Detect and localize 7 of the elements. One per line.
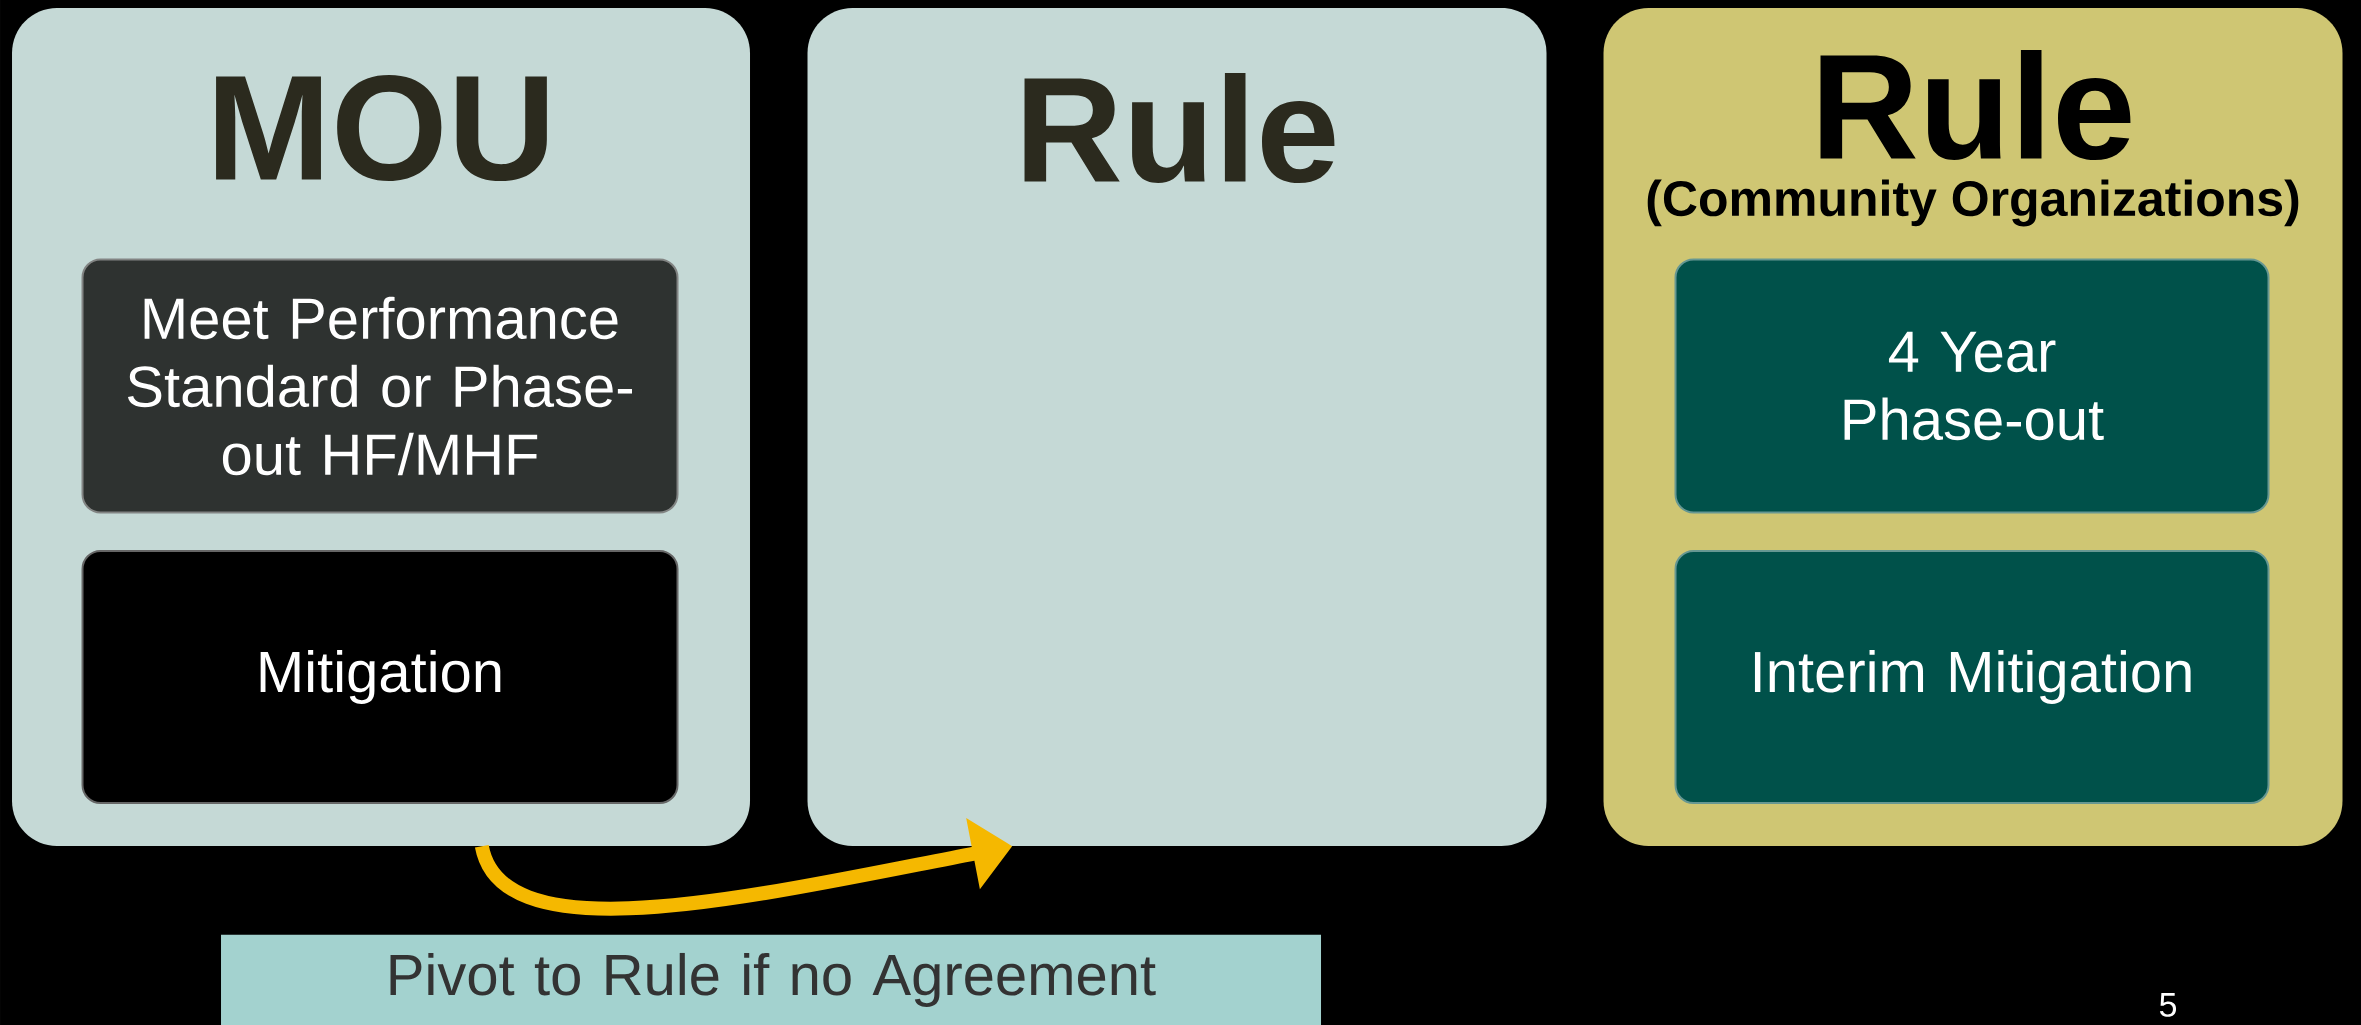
rounded-box: Mitigation xyxy=(81,550,679,804)
page-number: 5 xyxy=(2159,993,2177,1017)
rounded-box: 4 Year Phase-out xyxy=(1674,258,2270,514)
rounded-box: Meet Performance Standard or Phase-out HF/MHF xyxy=(81,258,679,514)
label-box: Pivot to Rule if no Agreement xyxy=(221,934,1321,1025)
rounded-box: Interim Mitigation xyxy=(1674,550,2270,804)
panel: Rule xyxy=(807,8,1547,846)
